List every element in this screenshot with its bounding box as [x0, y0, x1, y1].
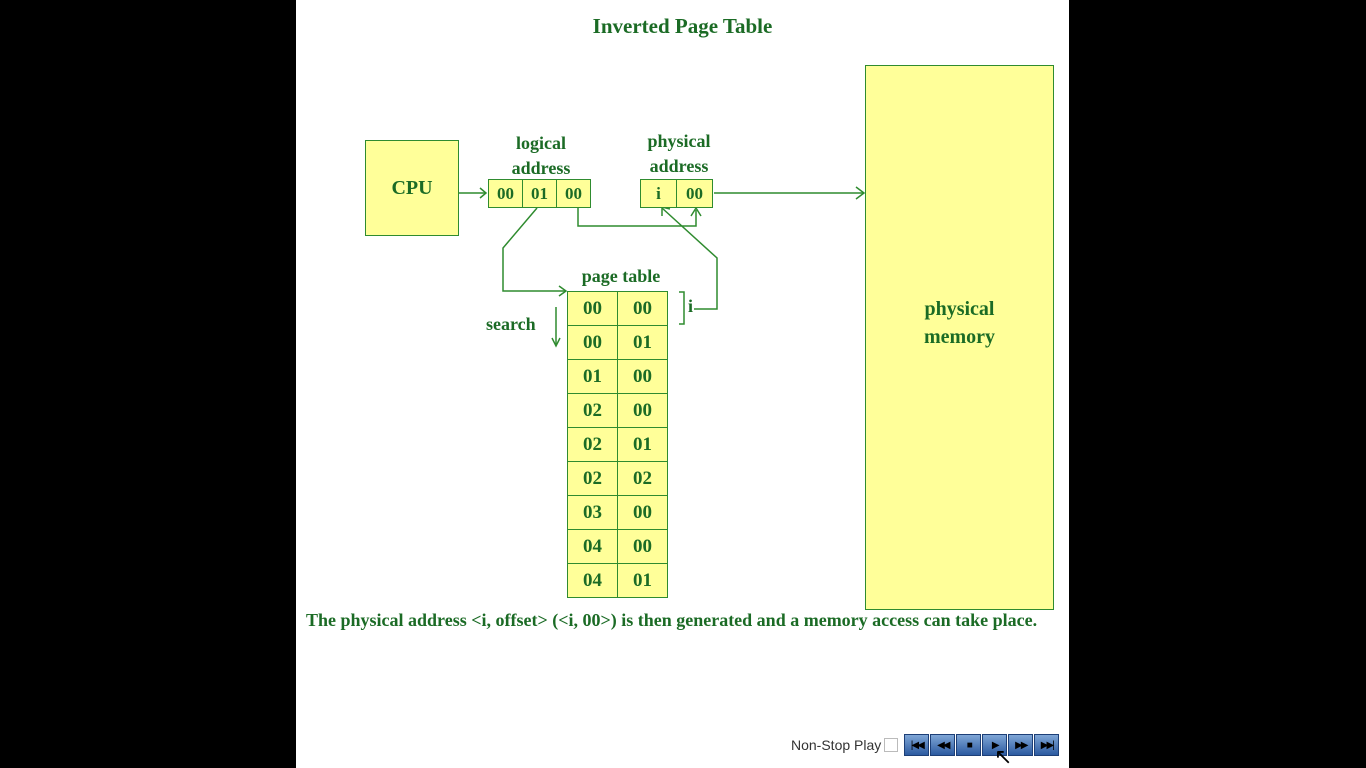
page-table-row: 02 02 [567, 461, 668, 496]
page-table-cell: 02 [567, 427, 618, 462]
connector-lines [459, 186, 866, 348]
page-table-row: 02 01 [567, 427, 668, 462]
physical-address-cell: i [640, 179, 677, 208]
play-icon: ▶ [991, 739, 1000, 751]
page-table-row: 01 00 [567, 359, 668, 394]
nonstop-play-label: Non-Stop Play [791, 737, 882, 753]
page-table-cell: 00 [567, 325, 618, 360]
first-icon: |◀◀ [910, 739, 925, 751]
first-button[interactable]: |◀◀ [904, 734, 930, 756]
mouse-cursor-icon: ↖ [994, 745, 1013, 768]
fast-forward-icon: ▶▶ [1015, 739, 1028, 751]
logical-address-label: logical address [511, 133, 571, 178]
page-table-cell: 02 [617, 461, 668, 496]
page-table-label: page table [581, 266, 661, 286]
cpu-box: CPU [365, 140, 459, 236]
search-label: search [486, 314, 536, 334]
last-button[interactable]: ▶▶| [1034, 734, 1060, 756]
rewind-icon: ◀◀ [937, 739, 950, 751]
memory-label-line1: physical [924, 297, 995, 320]
page-table-cell: 00 [617, 529, 668, 564]
fast-forward-button[interactable]: ▶▶ [1008, 734, 1034, 756]
play-button[interactable]: ▶ [982, 734, 1008, 756]
page-table-cell: 01 [567, 359, 618, 394]
page-table-cell: 01 [617, 325, 668, 360]
physical-address-box: i 00 [640, 179, 713, 208]
page-table-cell: 00 [617, 359, 668, 394]
physical-address-label: physical address [647, 131, 711, 176]
stop-button[interactable]: ■ [956, 734, 982, 756]
logical-address-box: 00 01 00 [488, 179, 591, 208]
page-table-cell: 00 [567, 291, 618, 326]
page-table: 00 00 00 01 01 00 02 00 02 01 02 02 03 0… [567, 291, 668, 598]
slide-canvas: Inverted Page Table CPU lo [296, 0, 1069, 768]
page-table-cell: 00 [617, 291, 668, 326]
physical-memory-box: physical memory [865, 65, 1054, 610]
slide-title: Inverted Page Table [592, 14, 773, 38]
logical-address-cell: 01 [522, 179, 557, 208]
page-table-cell: 00 [617, 495, 668, 530]
memory-label-line2: memory [923, 325, 996, 348]
page-table-cell: 02 [567, 461, 618, 496]
slide-caption: The physical address <i, offset> (<i, 00… [306, 610, 1038, 630]
physical-address-cell: 00 [676, 179, 713, 208]
index-label: i [688, 296, 694, 316]
page-table-cell: 00 [617, 393, 668, 428]
page-table-cell: 03 [567, 495, 618, 530]
page-table-cell: 01 [617, 427, 668, 462]
last-icon: ▶▶| [1040, 739, 1055, 751]
cpu-label: CPU [391, 176, 433, 199]
page-table-row: 00 00 [567, 291, 668, 326]
logical-address-cell: 00 [488, 179, 523, 208]
page-table-cell: 04 [567, 529, 618, 564]
page-table-cell: 04 [567, 563, 618, 598]
nonstop-play-checkbox[interactable] [884, 738, 899, 752]
page-table-row: 04 01 [567, 563, 668, 598]
page-table-row: 03 00 [567, 495, 668, 530]
page-table-row: 00 01 [567, 325, 668, 360]
page-table-cell: 01 [617, 563, 668, 598]
logical-address-cell: 00 [556, 179, 591, 208]
player-controls: Non-Stop Play |◀◀ ◀◀ ■ ▶ ▶▶ ▶▶| [791, 734, 1060, 756]
page-table-cell: 02 [567, 393, 618, 428]
stop-icon: ■ [966, 739, 973, 751]
page-table-row: 02 00 [567, 393, 668, 428]
page-table-row: 04 00 [567, 529, 668, 564]
rewind-button[interactable]: ◀◀ [930, 734, 956, 756]
